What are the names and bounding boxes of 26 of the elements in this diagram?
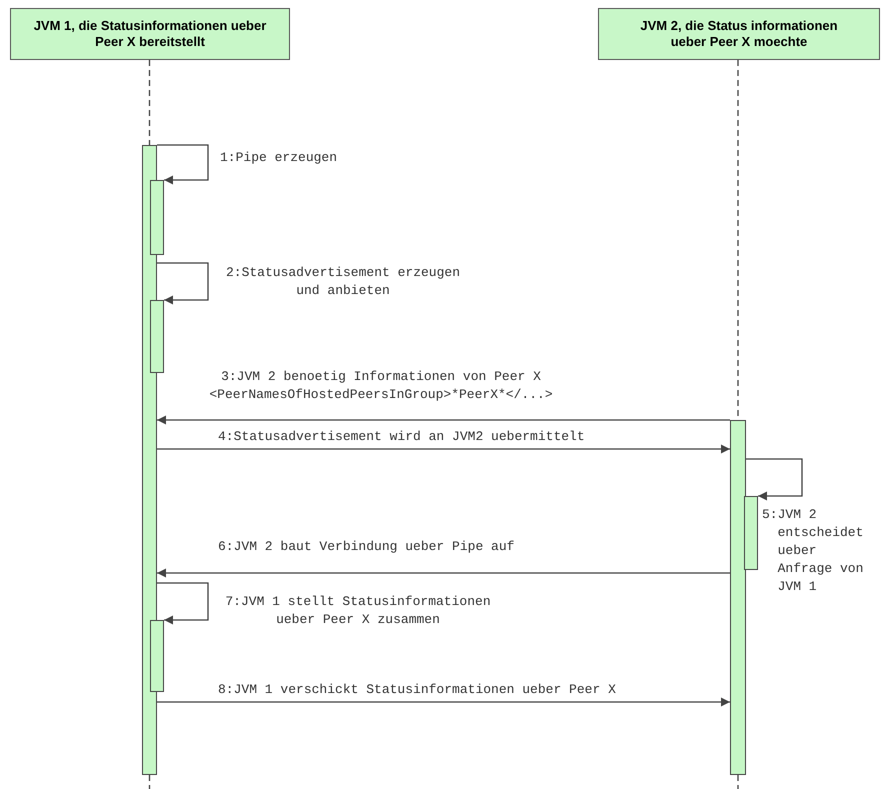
activation-bar — [730, 420, 746, 775]
activation-bar — [150, 180, 164, 255]
lifeline — [737, 775, 739, 789]
activation-bar — [150, 620, 164, 692]
message-label: 2:Statusadvertisement erzeugen und anbieten — [224, 264, 462, 300]
message-arrow — [157, 262, 209, 304]
message-label: 4:Statusadvertisement wird an JVM2 uebermittelt — [218, 428, 586, 446]
participant-box: JVM 1, die Statusinformationen ueber Peer X bereitstellt — [10, 8, 290, 60]
message-label: 6:JVM 2 baut Verbindung ueber Pipe auf — [218, 538, 516, 556]
activation-bar — [150, 300, 164, 373]
message-arrow — [157, 144, 209, 184]
activation-bar — [744, 496, 758, 570]
message-label: 8:JVM 1 verschickt Statusinformationen ueber Peer X — [218, 681, 617, 699]
message-arrow — [746, 458, 803, 500]
message-label: 5:JVM 2 entscheidet ueber Anfrage von JVM 1 — [762, 506, 864, 596]
participant-box: JVM 2, die Status informationen ueber Peer X moechte — [598, 8, 880, 60]
message-label: 7:JVM 1 stellt Statusinformationen ueber Peer X zusammen — [224, 593, 492, 629]
message-arrow — [157, 416, 730, 424]
message-arrow — [157, 698, 730, 706]
lifeline — [148, 60, 150, 145]
message-arrow — [157, 582, 209, 624]
message-label: 3:JVM 2 benoetig Informationen von Peer X <PeerNamesOfHostedPeersInGroup>*PeerX*</...> — [208, 368, 554, 404]
message-arrow — [157, 568, 730, 578]
message-label: 1:Pipe erzeugen — [220, 149, 338, 167]
lifeline — [148, 775, 150, 789]
message-arrow — [157, 444, 730, 454]
